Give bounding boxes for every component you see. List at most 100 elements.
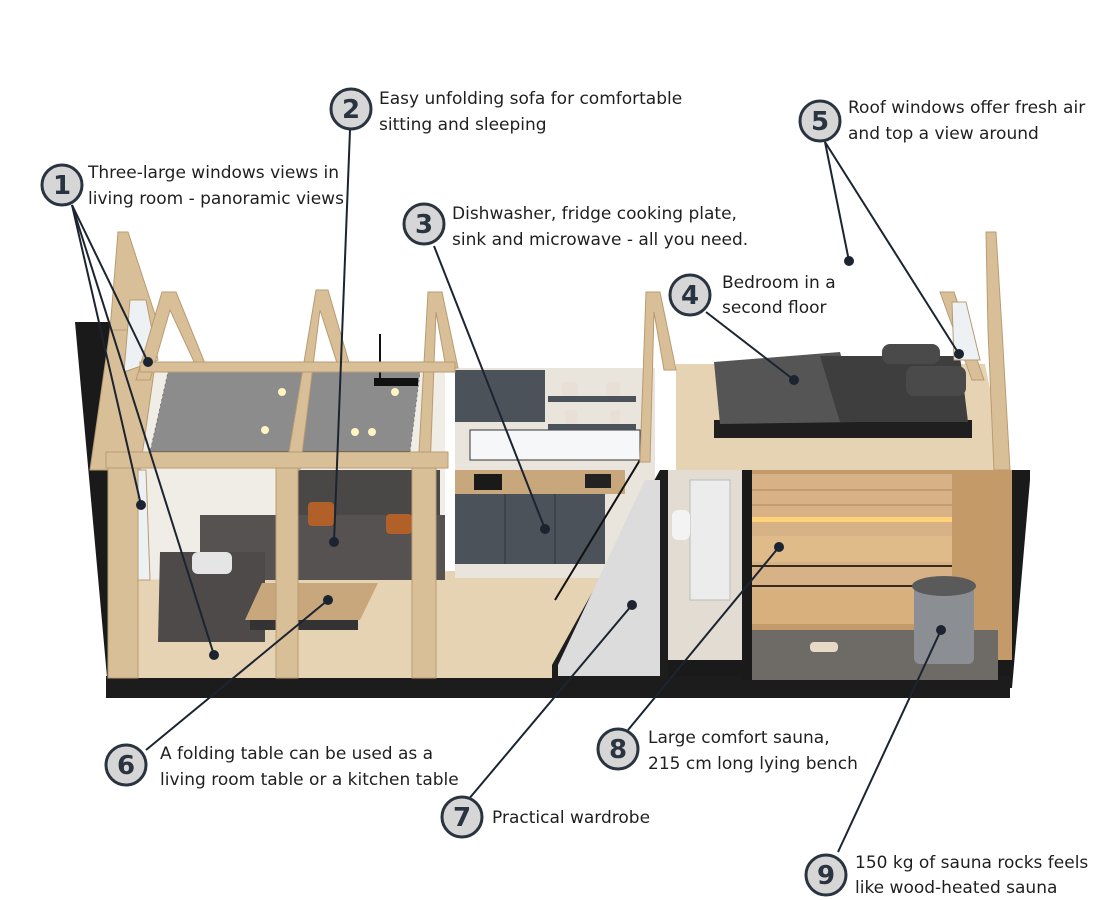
- post: [275, 451, 299, 679]
- callout-3-line-1: Dishwasher, fridge cooking plate,: [452, 204, 737, 224]
- callout-7: 7 Practical wardrobe: [440, 795, 650, 839]
- house-illustration: [75, 231, 1030, 698]
- post: [107, 451, 139, 679]
- leader-1a: [71, 204, 149, 363]
- badge-1: [40, 163, 84, 207]
- leader-4: [705, 311, 795, 381]
- callout-3-line-2: sink and microwave - all you need.: [452, 230, 748, 250]
- callout-5-line-1: Roof windows offer fresh air: [848, 98, 1085, 118]
- post: [411, 451, 437, 679]
- leader-1b: [71, 204, 142, 506]
- leader-dot-8: [774, 542, 784, 552]
- loft-light: [261, 426, 269, 434]
- bed-blanket: [714, 352, 860, 424]
- callout-6: 6 A folding table can be used as a livin…: [104, 743, 459, 790]
- leader-dot-5a: [844, 256, 854, 266]
- floor-slab: [106, 676, 1010, 698]
- loft-beam: [105, 451, 449, 469]
- sauna-rocks: [912, 576, 976, 596]
- callout-1: 1 Three-large windows views in living ro…: [40, 163, 344, 209]
- callout-2-line-1: Easy unfolding sofa for comfortable: [379, 89, 682, 109]
- loft-light: [391, 388, 399, 396]
- leader-7: [467, 604, 633, 801]
- cushion: [386, 514, 412, 534]
- a-frame-end-right: [985, 231, 1011, 471]
- sauna-bench-top: [752, 536, 952, 562]
- leader-dot-2: [329, 537, 339, 547]
- callout-7-line-1: Practical wardrobe: [492, 808, 650, 828]
- slippers: [810, 642, 838, 652]
- mug: [610, 410, 620, 424]
- badge-number-4: 4: [681, 281, 699, 311]
- lamp: [374, 378, 418, 386]
- callout-1-line-2: living room - panoramic views: [88, 189, 344, 209]
- sauna-glass-door: [742, 470, 752, 680]
- callout-9-line-1: 150 kg of sauna rocks feels: [855, 853, 1088, 873]
- leader-5a: [824, 141, 850, 262]
- leader-dot-1a: [143, 357, 153, 367]
- badge-number-6: 6: [117, 751, 135, 781]
- loft-light: [278, 388, 286, 396]
- callout-8: 8 Large comfort sauna, 215 cm long lying…: [596, 727, 858, 774]
- pillow: [882, 344, 940, 364]
- leader-dot-9: [936, 625, 946, 635]
- badge-4: [668, 273, 712, 317]
- leader-dot-3: [540, 524, 550, 534]
- pillow: [906, 366, 966, 396]
- callout-2-line-2: sitting and sleeping: [379, 115, 547, 135]
- callout-8-line-2: 215 cm long lying bench: [648, 754, 858, 774]
- badge-number-3: 3: [415, 210, 433, 240]
- badge-9: [804, 853, 848, 897]
- kitchen-window: [469, 429, 641, 461]
- badge-number-9: 9: [817, 861, 835, 891]
- badge-number-7: 7: [453, 803, 471, 833]
- stair-rail: [554, 459, 641, 601]
- coffee-table-leg: [250, 620, 358, 630]
- leader-5b: [824, 141, 960, 355]
- callout-8-line-1: Large comfort sauna,: [648, 728, 830, 748]
- leader-lines: [71, 129, 964, 853]
- badge-number-8: 8: [609, 735, 627, 765]
- leader-dot-1c: [209, 650, 219, 660]
- leader-1c: [71, 204, 215, 656]
- leader-dot-6: [323, 595, 333, 605]
- callout-2: 2 Easy unfolding sofa for comfortable si…: [329, 87, 682, 135]
- callout-4-line-1: Bedroom in a: [722, 273, 836, 293]
- loft-light: [368, 428, 376, 436]
- leader-dot-5b: [954, 349, 964, 359]
- leader-2: [333, 129, 351, 543]
- badge-5: [798, 99, 842, 143]
- callout-6-line-2: living room table or a kitchen table: [160, 770, 459, 790]
- badge-number-5: 5: [811, 107, 829, 137]
- a-frame: [639, 291, 677, 463]
- a-frames: [89, 231, 1011, 679]
- leader-8: [627, 546, 780, 731]
- sofa-chaise: [158, 552, 265, 642]
- badge-number-1: 1: [53, 171, 71, 201]
- cushion-white: [192, 552, 232, 574]
- badge-7: [440, 795, 484, 839]
- roof-window-pane: [951, 301, 981, 361]
- sink: [585, 474, 611, 488]
- badge-3: [402, 202, 446, 246]
- lower-cabinets: [455, 494, 605, 564]
- badge-2: [329, 87, 373, 131]
- ridge-beam: [139, 361, 456, 373]
- sauna-heater: [914, 582, 974, 664]
- callout-1-line-1: Three-large windows views in: [87, 163, 339, 183]
- leader-6: [145, 599, 329, 751]
- toilet: [672, 510, 690, 540]
- badge-number-2: 2: [342, 95, 360, 125]
- kitchen-shelf: [548, 396, 636, 402]
- callout-9: 9 150 kg of sauna rocks feels like wood-…: [804, 853, 1088, 898]
- kitchen-shelf-2: [548, 424, 636, 430]
- mug: [562, 382, 578, 396]
- sauna-light-strip: [752, 517, 952, 522]
- mug: [606, 382, 620, 396]
- badge-6: [104, 743, 148, 787]
- cooktop: [474, 474, 502, 490]
- a-frame: [135, 291, 207, 381]
- loft-light: [351, 428, 359, 436]
- callout-5: 5 Roof windows offer fresh air and top a…: [798, 98, 1085, 144]
